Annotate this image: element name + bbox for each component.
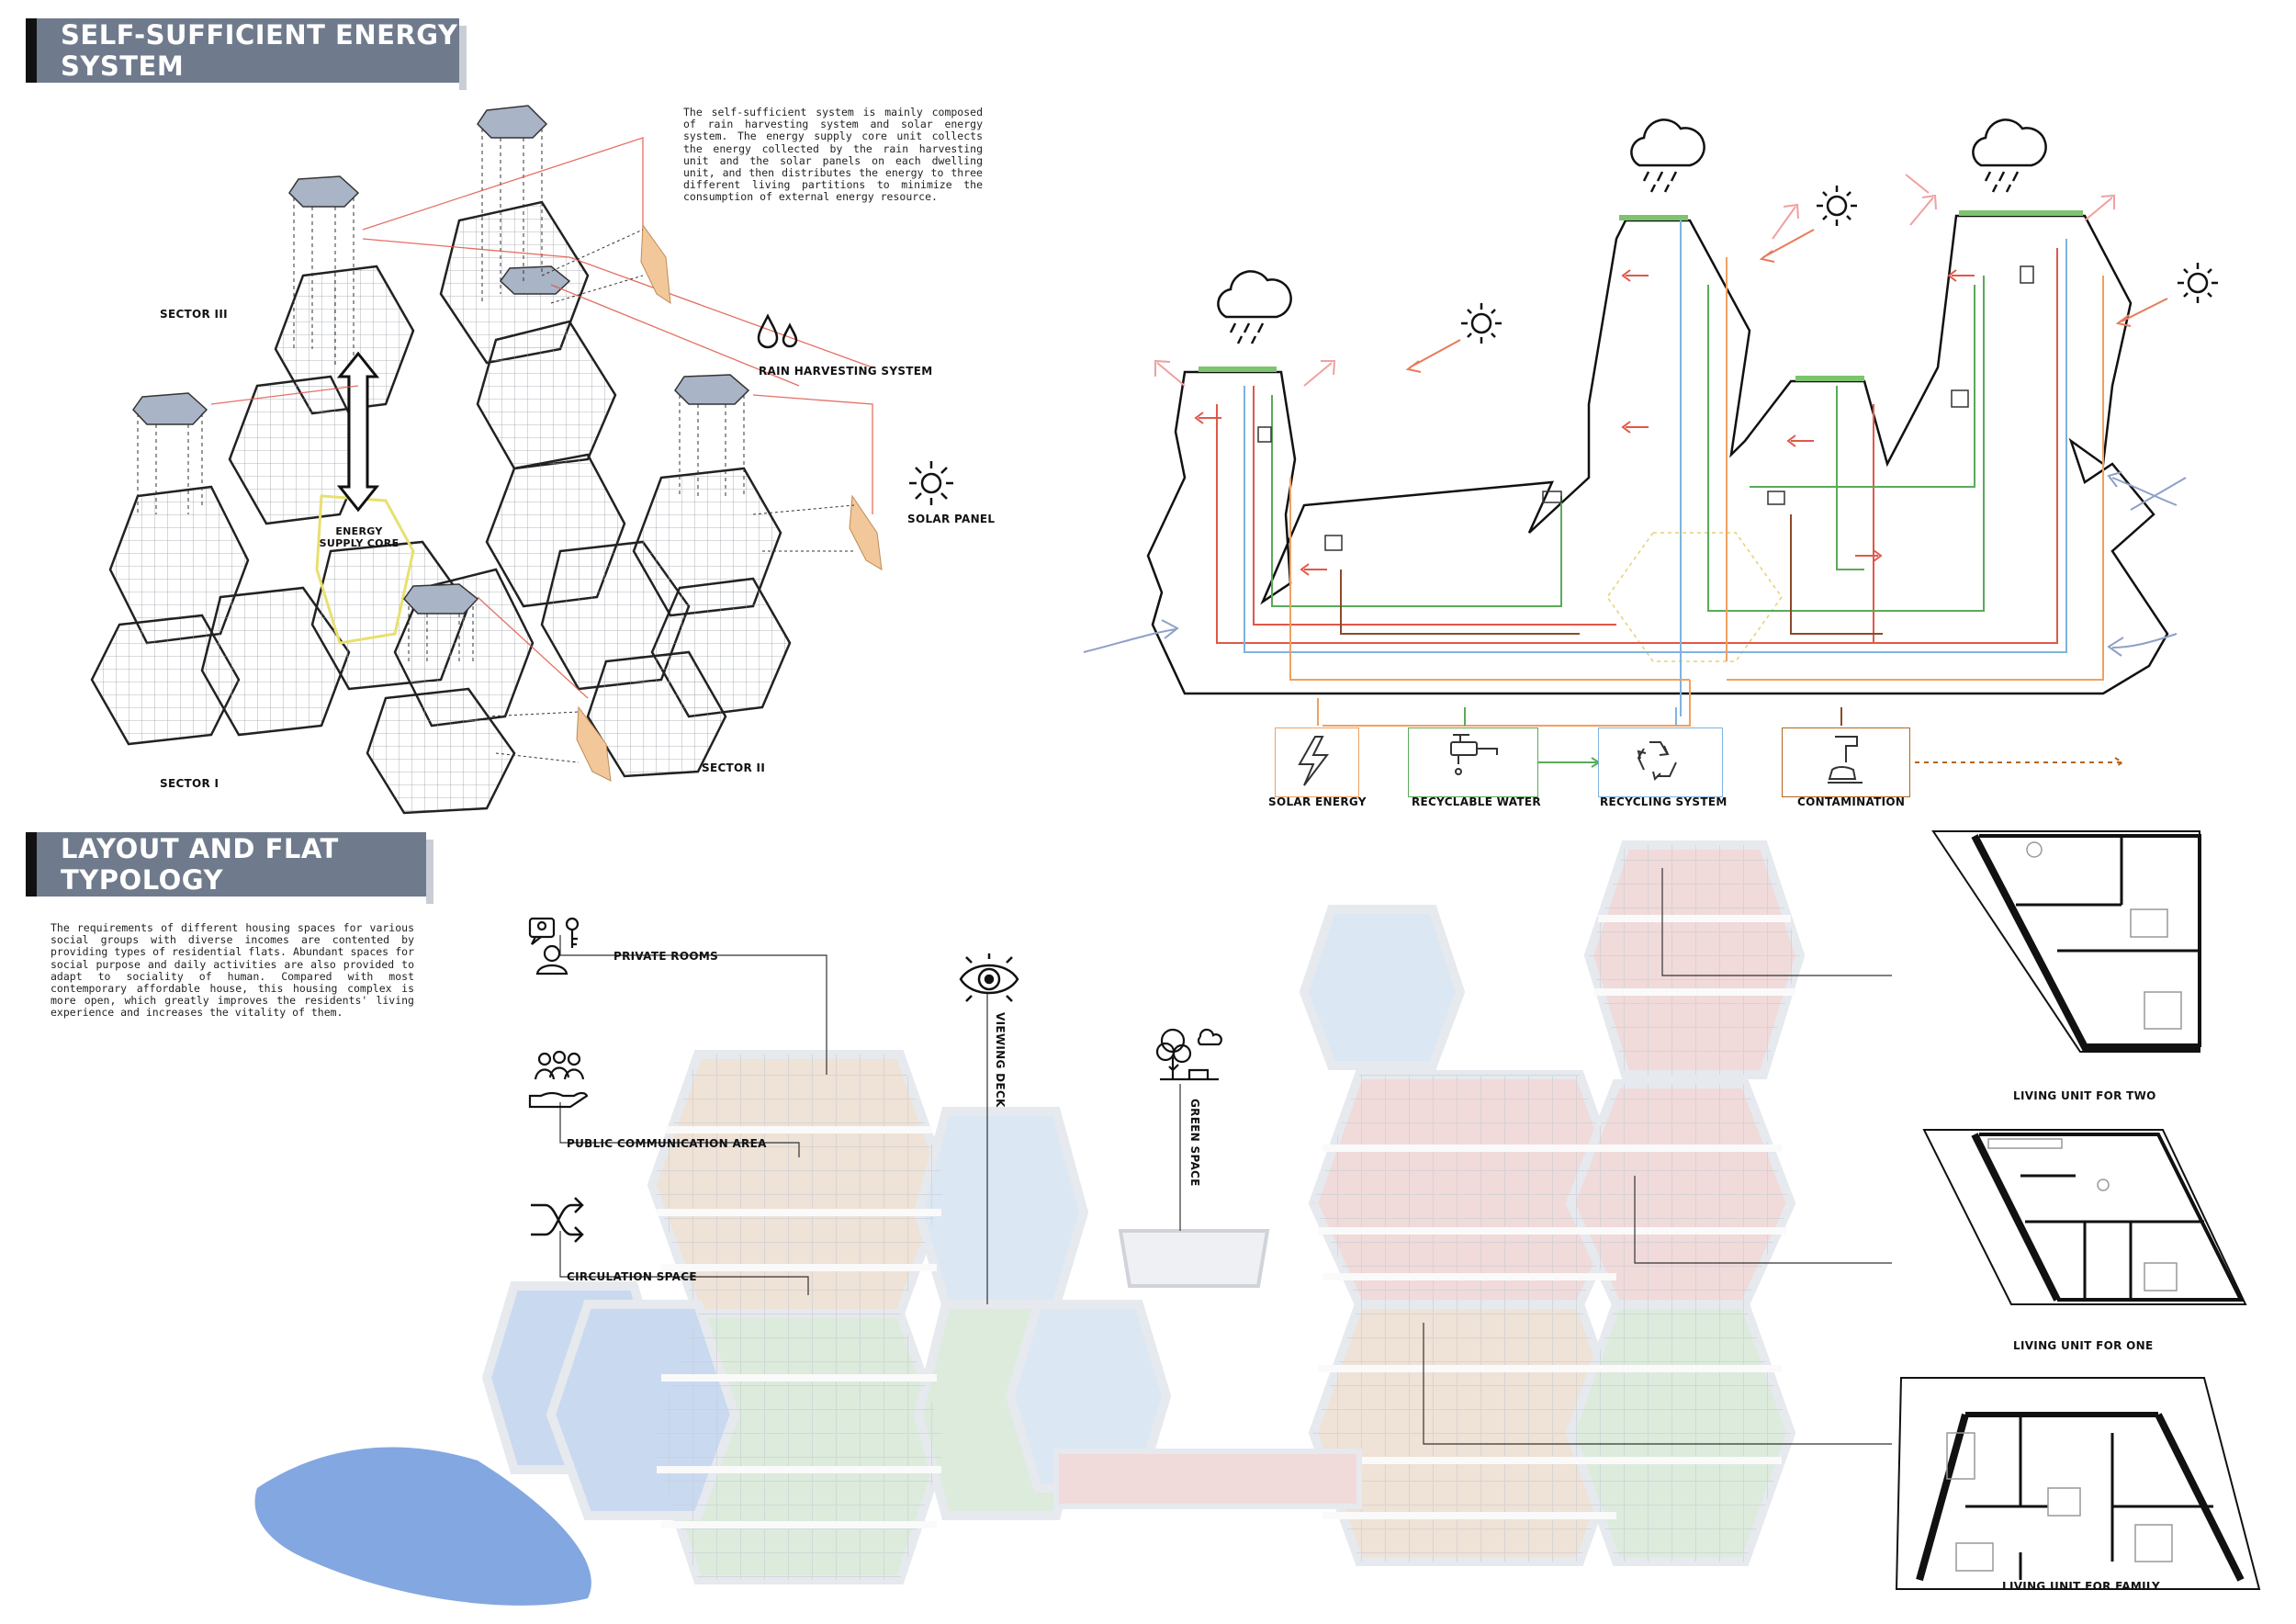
faucet-icon: [1450, 734, 1498, 775]
viewing-deck-label: VIEWING DECK: [994, 1012, 1007, 1108]
section-outline: [1146, 214, 2169, 695]
hex-unit: [586, 650, 727, 778]
rain-cap: [403, 583, 479, 615]
rain-cap: [288, 175, 360, 208]
private-rooms-label: PRIVATE ROOMS: [613, 950, 719, 963]
hex-unit: [228, 375, 369, 525]
sun-icon: [1461, 303, 1502, 344]
unit-two-label: LIVING UNIT FOR TWO: [2013, 1089, 2156, 1102]
solar-panel-label: SOLAR PANEL: [907, 513, 996, 525]
shower-icon: [1257, 426, 1272, 443]
energy-description: The self-sufficient system is mainly com…: [683, 106, 983, 204]
water-drops-icon: [757, 313, 798, 349]
plan-unit-two: [1931, 830, 2201, 1053]
core-hex: [1606, 532, 1783, 662]
energy-section-diagram: [1083, 118, 2218, 768]
legend-recyclable-water-label: RECYCLABLE WATER: [1412, 795, 1541, 808]
sector-iii-label: SECTOR III: [160, 308, 228, 321]
legend-icons: [1298, 734, 1863, 786]
unit-one-label: LIVING UNIT FOR ONE: [2013, 1339, 2154, 1352]
section-title-layout: LAYOUT AND FLAT TYPOLOGY: [61, 833, 339, 896]
legend-solar-energy-label: SOLAR ENERGY: [1268, 795, 1367, 808]
sun-icon: [909, 461, 953, 505]
shower-icon: [2020, 265, 2034, 284]
section-banner-layout: LAYOUT AND FLAT TYPOLOGY: [26, 832, 433, 904]
toilet-icon: [1324, 535, 1343, 551]
plan-unit-family: [1895, 1377, 2261, 1590]
rain-cap: [477, 105, 548, 139]
legend-recycling-system-label: RECYCLING SYSTEM: [1600, 795, 1728, 808]
community-icon: [528, 1050, 589, 1109]
solar-panel: [640, 223, 671, 305]
circulation-label: CIRCULATION SPACE: [567, 1270, 697, 1283]
wind-arrow: [1083, 619, 1179, 653]
cloud-rain-icon: [1972, 118, 2047, 193]
cloud-rain-icon: [1630, 118, 1705, 193]
drain-icon: [1828, 736, 1863, 784]
banner-shadow: [459, 26, 467, 90]
sun-icon: [2178, 263, 2218, 303]
wind-arrow: [2107, 471, 2178, 506]
lightning-icon: [1298, 736, 1330, 786]
shuffle-icon: [531, 1197, 584, 1243]
layout-description: The requirements of different housing sp…: [51, 921, 414, 1020]
sector-i-label: SECTOR I: [160, 777, 219, 790]
private-rooms-icon: [528, 917, 580, 976]
rain-cap: [674, 374, 750, 405]
plan-unit-one: [1922, 1129, 2247, 1305]
hex-unit: [274, 265, 415, 415]
connector: [1118, 1229, 1270, 1288]
wind-arrow: [2107, 633, 2178, 657]
cloud-rain-icon: [1217, 270, 1292, 344]
solar-panel: [576, 705, 612, 782]
tree-icon: [1155, 1028, 1222, 1081]
legend-recycling-system: [1598, 727, 1723, 797]
banner-shadow: [426, 840, 433, 904]
energy-core-arrow: [336, 351, 380, 513]
legend-contamination-label: CONTAMINATION: [1797, 795, 1906, 808]
public-area-label: PUBLIC COMMUNICATION AREA: [567, 1137, 767, 1150]
energy-axonometric: [90, 105, 883, 815]
hex-unit: [366, 687, 516, 815]
section-banner-energy: SELF-SUFFICIENT ENERGY SYSTEM: [26, 18, 467, 90]
legend-solar-energy: [1275, 727, 1359, 797]
bridge: [1053, 1449, 1362, 1509]
eye-icon: [959, 953, 1019, 1002]
hex-unit: [90, 614, 241, 746]
recycle-icon: [1637, 741, 1677, 781]
basin-icon: [1542, 491, 1562, 503]
green-space-label: GREEN SPACE: [1188, 1099, 1201, 1187]
section-title-energy: SELF-SUFFICIENT ENERGY SYSTEM: [61, 19, 458, 82]
legend-recyclable-water: [1408, 727, 1538, 797]
banner-bar: [26, 18, 37, 83]
hex-tower: [1299, 905, 1466, 1070]
energy-core-outline: [315, 494, 415, 645]
unit-family-label: LIVING UNIT FOR FAMILY: [2002, 1580, 2160, 1593]
banner-bar: [26, 832, 37, 897]
rain-harvesting-label: RAIN HARVESTING SYSTEM: [759, 365, 933, 378]
ground-shadow: [254, 1447, 591, 1606]
sun-icon: [1817, 186, 1857, 226]
wind-arrow: [2130, 477, 2187, 511]
sink-icon: [1767, 491, 1785, 505]
rain-cap: [132, 392, 208, 425]
energy-core-label: ENERGY SUPPLY CORE: [319, 525, 400, 549]
solar-panel: [849, 494, 883, 570]
sector-ii-label: SECTOR II: [702, 761, 766, 774]
washer-icon: [1951, 389, 1969, 408]
